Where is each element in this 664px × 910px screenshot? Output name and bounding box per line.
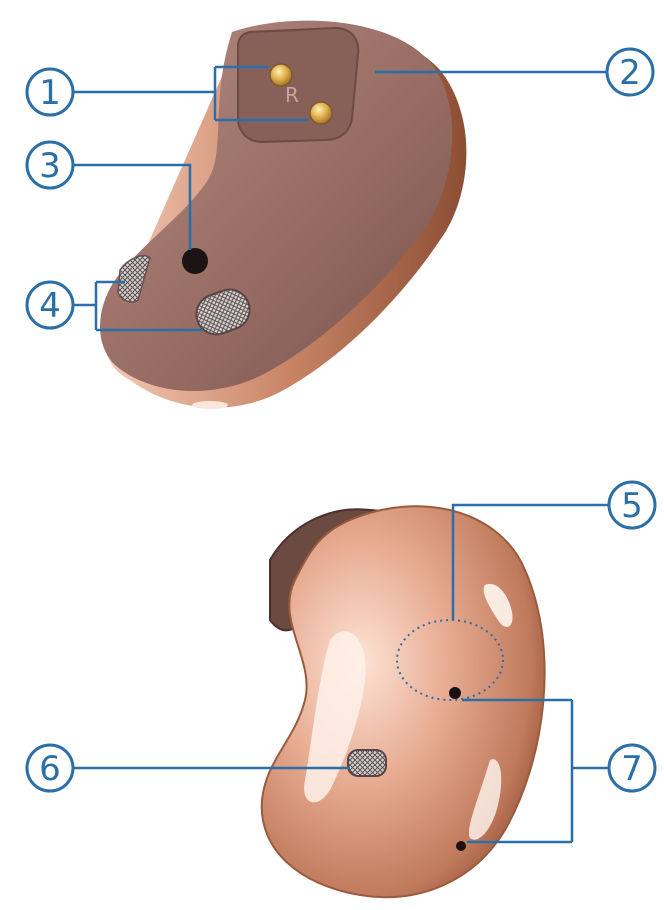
callout-2: 2 <box>607 49 653 95</box>
callout-1: 1 <box>27 69 73 115</box>
callout-number: 2 <box>619 53 641 93</box>
callout-number: 1 <box>39 73 61 113</box>
callout-3: 3 <box>27 142 73 188</box>
callout-4: 4 <box>27 282 73 328</box>
earbud-bottom-shell <box>262 506 545 897</box>
callout-number: 5 <box>621 486 643 526</box>
callout-number: 7 <box>621 749 643 789</box>
charging-contact-lower <box>310 102 332 124</box>
earbud-bottom <box>262 506 545 897</box>
outer-microphone-lower <box>456 841 466 851</box>
outer-microphone-upper <box>449 687 461 699</box>
callout-number: 4 <box>39 286 61 326</box>
callout-7: 7 <box>609 745 655 791</box>
callout-6: 6 <box>27 745 73 791</box>
earbud-top-bottom-glint <box>192 401 228 409</box>
earbud-top: R <box>100 21 466 409</box>
callout-number: 6 <box>39 749 61 789</box>
side-marking: R <box>285 83 299 107</box>
callout-5: 5 <box>609 482 655 528</box>
callout-number: 3 <box>39 146 61 186</box>
bottom-mesh <box>348 750 386 776</box>
proximity-sensor <box>182 248 208 274</box>
